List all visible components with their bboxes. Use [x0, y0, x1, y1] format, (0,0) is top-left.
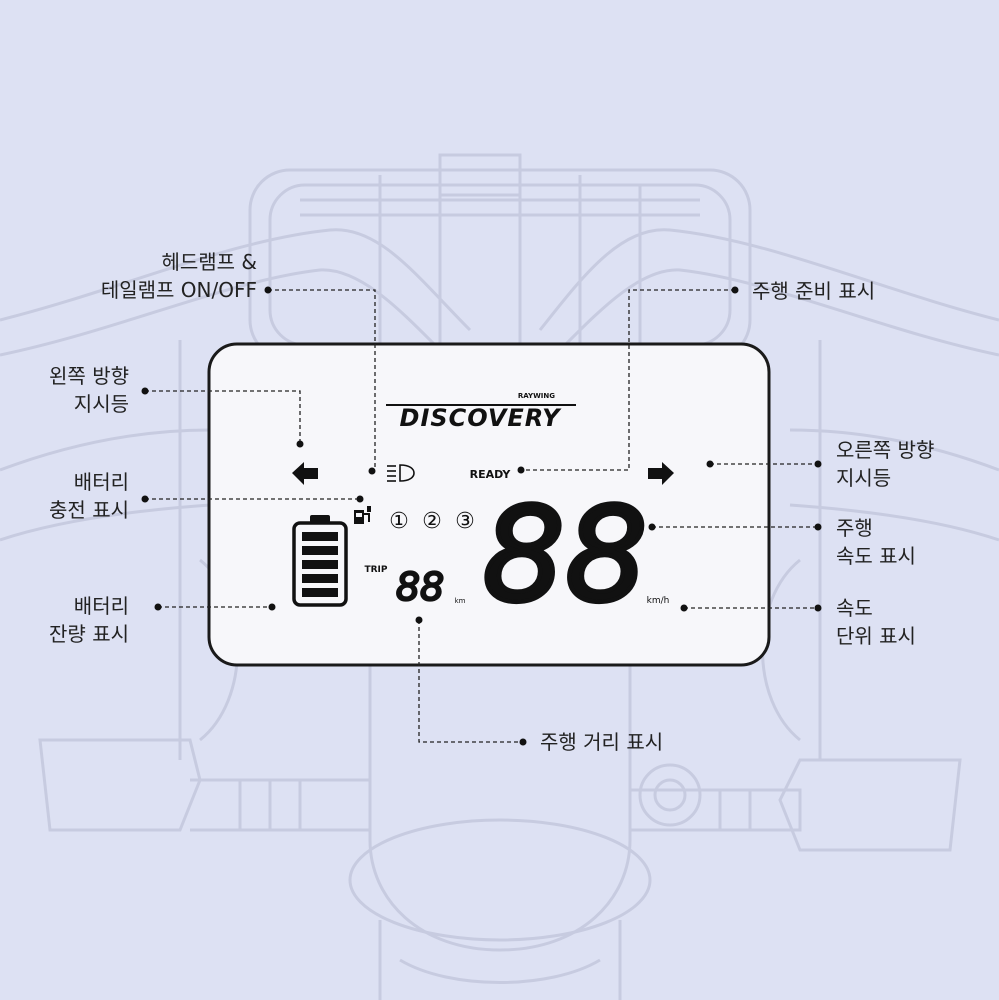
label-trip: 주행 거리 표시: [540, 730, 664, 754]
callout-dots: [141, 286, 822, 746]
charging-icon: [354, 506, 371, 524]
label-battery-level: 배터리 잔량 표시: [49, 594, 129, 646]
label-right-turn: 오른쪽 방향 지시등: [836, 438, 935, 490]
lcd-display: RAYWING DISCOVERY READY ① ② ③: [207, 342, 771, 667]
ready-indicator: READY: [470, 468, 512, 481]
label-headlamp: 헤드램프 & 테일램프 ON/OFF: [100, 250, 257, 302]
brand-logo: DISCOVERY: [400, 404, 563, 432]
label-ready: 주행 준비 표시: [752, 279, 876, 303]
mode-1-indicator: ①: [389, 509, 409, 534]
speed-unit: km/h: [647, 596, 670, 606]
battery-level-icon: [292, 515, 348, 607]
callout-lines: [145, 289, 818, 743]
left-turn-indicator-icon: [292, 462, 318, 485]
brand-logo-small: RAYWING: [518, 392, 555, 400]
battery-bar: [302, 574, 338, 583]
label-left-turn: 왼쪽 방향 지시등: [49, 364, 129, 416]
battery-bar: [302, 546, 338, 555]
battery-bar: [302, 560, 338, 569]
trip-label: TRIP: [364, 565, 387, 575]
scooter-background-art: [0, 153, 999, 1000]
right-turn-indicator-icon: [648, 462, 674, 485]
trip-unit: km: [455, 597, 466, 605]
label-speed-unit: 속도 단위 표시: [836, 596, 916, 648]
battery-bar: [302, 588, 338, 597]
battery-bar: [302, 532, 338, 541]
label-battery-charge: 배터리 충전 표시: [49, 470, 129, 522]
mode-2-indicator: ②: [422, 509, 442, 534]
speed-value: 88: [482, 479, 647, 631]
mode-3-indicator: ③: [455, 509, 475, 534]
label-speed: 주행 속도 표시: [836, 516, 916, 568]
trip-distance-value: 88: [396, 565, 444, 609]
headlamp-icon: [387, 464, 415, 482]
